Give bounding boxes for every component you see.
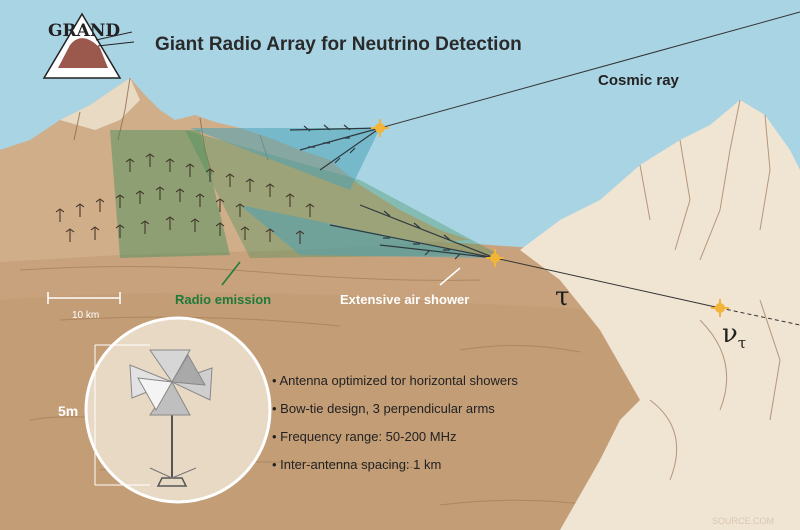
feature-list: • Antenna optimized tor horizontal showe… [272, 373, 518, 472]
air-shower-pointer [439, 267, 461, 286]
upper-shower-branches [289, 124, 381, 171]
lower-shower-branches [329, 204, 496, 260]
antenna-height-label: 5m [58, 403, 78, 419]
logo-emblem [58, 38, 108, 68]
page-title: Giant Radio Array for Neutrino Detection [155, 34, 522, 55]
bullet-item-1: • Antenna optimized tor horizontal showe… [272, 373, 518, 388]
radio-footprint-2 [185, 130, 500, 258]
radio-emission-pointer [221, 261, 241, 286]
antenna-base [156, 477, 188, 487]
grand-logo: GRAND [42, 12, 135, 79]
tau-track [494, 257, 721, 309]
left-mountain [0, 78, 470, 262]
nu-symbol: ν [722, 319, 738, 349]
scale-bar-label: 10 km [72, 310, 99, 321]
bullet-item-4: • Inter-antenna spacing: 1 km [272, 457, 441, 472]
logo-text: GRAND [48, 21, 120, 41]
bullet-item-3: • Frequency range: 50-200 MHz [272, 429, 456, 444]
cosmic-ray-track [379, 11, 800, 129]
radio-footprint-1 [110, 130, 230, 258]
bow-tie-arms [129, 349, 213, 416]
tau-label: τ [555, 282, 569, 312]
interaction-point-tau-decay [486, 249, 504, 267]
nu-subscript: τ [738, 334, 746, 352]
antenna-array [55, 153, 315, 244]
neutrino-label: ντ [722, 319, 746, 352]
left-mountain-highlight [60, 78, 140, 130]
right-mountain [520, 100, 800, 530]
watermark: SOURCE.COM [712, 516, 774, 526]
height-dimension [94, 344, 150, 486]
scale-bar [47, 292, 121, 304]
radio-emission-label: Radio emission [175, 292, 271, 307]
interaction-point-cosmic [371, 119, 389, 137]
interaction-point-neutrino [711, 299, 729, 317]
cosmic-ray-label: Cosmic ray [598, 72, 680, 89]
antenna-inset: 5m [58, 316, 272, 504]
air-shower-label: Extensive air shower [340, 292, 469, 307]
upper-shower-cone [190, 128, 380, 190]
bullet-item-2: • Bow-tie design, 3 perpendicular arms [272, 401, 495, 416]
right-mountain-ridges [639, 99, 781, 481]
